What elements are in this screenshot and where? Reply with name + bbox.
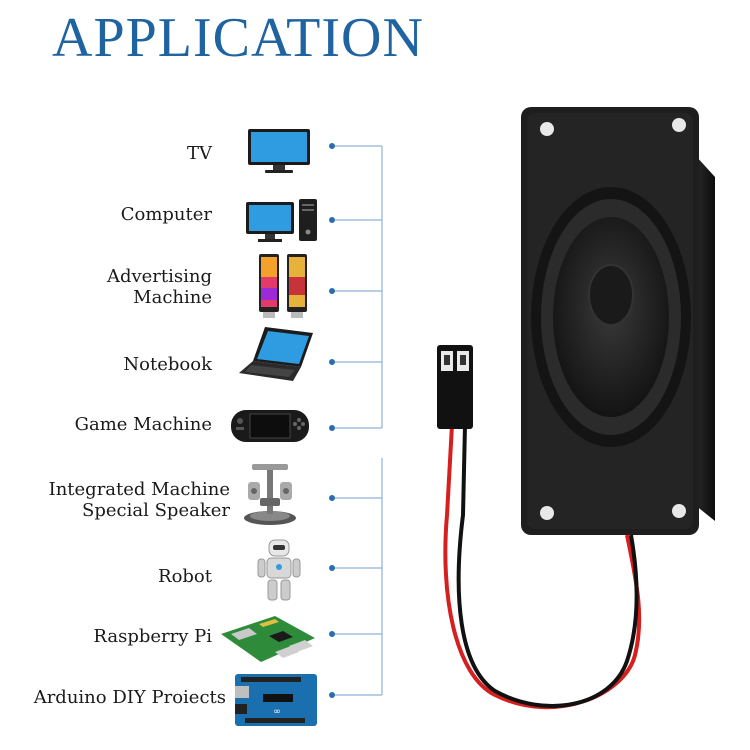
label-line: Advertising: [106, 266, 212, 287]
application-label-computer: Computer: [120, 204, 212, 225]
notebook-icon: [239, 327, 313, 381]
application-label-raspberry-pi: Raspberry Pi: [93, 626, 212, 647]
application-label-notebook: Notebook: [123, 354, 212, 375]
label-line: Integrated Machine: [48, 479, 230, 500]
robot-icon: [257, 539, 301, 601]
speaker-with-dupont-connector-image: [437, 107, 715, 710]
tv-icon: [248, 129, 310, 173]
integrated-machine-icon: [244, 464, 296, 525]
application-label-robot: Robot: [158, 566, 212, 587]
computer-icon: [246, 199, 317, 242]
page-title: APPLICATION: [52, 7, 424, 69]
label-line: Machine: [133, 287, 212, 308]
raspberry-pi-icon: [221, 616, 315, 662]
game-machine-icon: [231, 410, 309, 442]
advertising-machine-icon: [259, 254, 307, 318]
svg-text:∞: ∞: [273, 707, 281, 717]
application-label-arduino: Arduino DIY Proiects: [33, 687, 226, 708]
application-label-game-machine: Game Machine: [74, 414, 212, 435]
label-line: Special Speaker: [82, 500, 230, 521]
arduino-board-icon: ∞: [235, 674, 317, 726]
application-label-tv: TV: [186, 143, 212, 164]
